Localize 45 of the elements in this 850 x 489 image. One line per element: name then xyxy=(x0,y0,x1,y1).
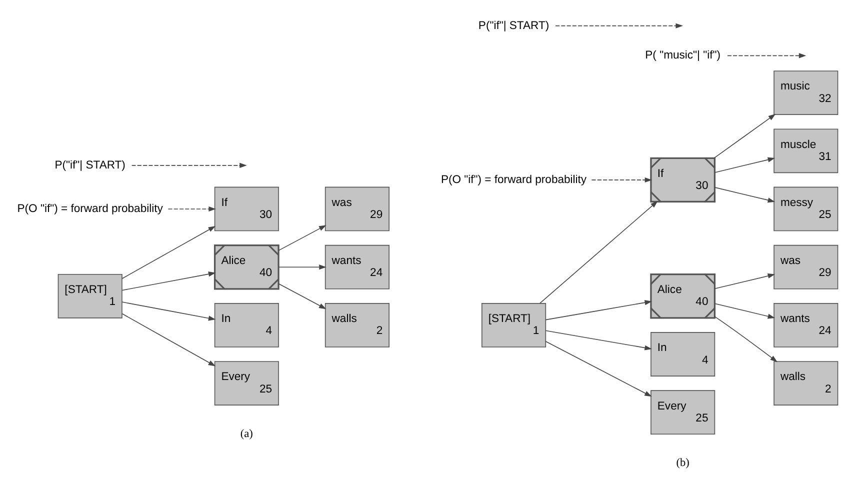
label: (a) xyxy=(240,428,253,440)
arrow xyxy=(591,177,652,182)
arrow xyxy=(545,340,652,397)
node-box: music 32 xyxy=(774,70,838,115)
node-box: was 29 xyxy=(324,186,390,232)
node-box: In 4 xyxy=(650,332,716,376)
node-box: In 4 xyxy=(214,303,279,348)
node-box: walls 2 xyxy=(324,303,390,348)
node-text: P("if"| START) xyxy=(478,20,550,32)
arrow xyxy=(122,226,216,279)
node-text: P("if"| START) xyxy=(54,159,126,172)
node-box: muscle 31 xyxy=(774,128,838,174)
label: (b) xyxy=(676,457,690,470)
arrow xyxy=(714,114,776,158)
node-box: wants 24 xyxy=(774,303,838,348)
node-box: walls 2 xyxy=(774,361,838,406)
node-text: P(O "if") = forward probability xyxy=(440,174,587,186)
node-box: was 29 xyxy=(774,244,838,290)
arrow xyxy=(714,303,776,319)
arrow xyxy=(278,283,326,310)
arrow xyxy=(545,330,652,350)
node-box: Every 25 xyxy=(214,361,279,406)
arrow xyxy=(540,200,658,304)
node-text: P(O "if") = forward probability xyxy=(17,202,163,215)
node-box: messy 25 xyxy=(774,186,838,232)
arrow xyxy=(545,300,652,320)
arrow xyxy=(714,273,776,290)
arrow xyxy=(714,187,776,203)
arrow xyxy=(714,157,776,173)
node-box: [START] 1 xyxy=(58,274,122,318)
node-box: If 30 xyxy=(214,186,279,232)
arrow xyxy=(131,162,247,168)
arrow xyxy=(122,313,216,366)
arrow xyxy=(278,225,326,251)
node-box: [START] 1 xyxy=(481,303,546,348)
node-text: P( "music"| "if") xyxy=(645,50,721,62)
arrow xyxy=(714,316,778,362)
node-box: Every 25 xyxy=(650,390,716,435)
arrow xyxy=(555,23,684,28)
arrow xyxy=(122,302,216,321)
node-box: wants 24 xyxy=(324,244,390,290)
arrow xyxy=(168,206,216,212)
arrow xyxy=(122,272,216,291)
arrow xyxy=(727,53,806,58)
arrow xyxy=(278,264,326,270)
